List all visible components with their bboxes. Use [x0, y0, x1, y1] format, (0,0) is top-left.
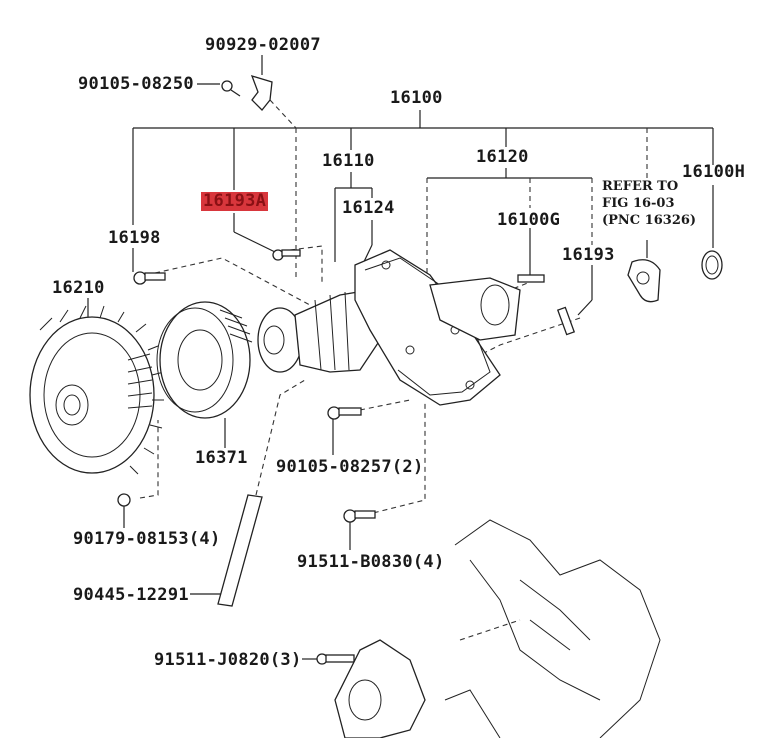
part-label-16100H[interactable]: 16100H — [682, 162, 746, 182]
hardware — [117, 75, 723, 665]
part-label-16100G[interactable]: 16100G — [497, 210, 561, 230]
part-label-90929-02007[interactable]: 90929-02007 — [205, 35, 321, 55]
part-label-90179-08153[interactable]: 90179-08153(4) — [73, 529, 221, 549]
part-label-90105-08257[interactable]: 90105-08257(2) — [276, 457, 424, 477]
reference-note-line1: REFER TO — [602, 179, 679, 194]
part-label-90445-12291[interactable]: 90445-12291 — [73, 585, 189, 605]
part-label-16210[interactable]: 16210 — [52, 278, 105, 298]
part-label-16100[interactable]: 16100 — [390, 88, 443, 108]
fan-clutch-16210 — [29, 305, 165, 475]
part-label-91511-J0820[interactable]: 91511-J0820(3) — [154, 650, 302, 670]
water-pump-16110 — [257, 249, 521, 406]
reference-note-line3: (PNC 16326) — [602, 213, 697, 228]
reference-note: REFER TO FIG 16-03 (PNC 16326) — [602, 178, 696, 229]
part-label-16110[interactable]: 16110 — [322, 151, 375, 171]
part-label-16124[interactable]: 16124 — [342, 198, 395, 218]
pulley-16371 — [156, 301, 253, 419]
reference-note-line2: FIG 16-03 — [602, 196, 675, 211]
part-label-90105-08250[interactable]: 90105-08250 — [78, 74, 194, 94]
part-label-16198[interactable]: 16198 — [108, 228, 161, 248]
part-label-91511-B0830[interactable]: 91511-B0830(4) — [297, 552, 445, 572]
part-label-16193A-highlighted[interactable]: 16193A — [201, 191, 269, 211]
part-label-16120[interactable]: 16120 — [476, 147, 529, 167]
part-label-16371[interactable]: 16371 — [195, 448, 248, 468]
part-label-16193[interactable]: 16193 — [562, 245, 615, 265]
engine-block — [334, 519, 661, 738]
